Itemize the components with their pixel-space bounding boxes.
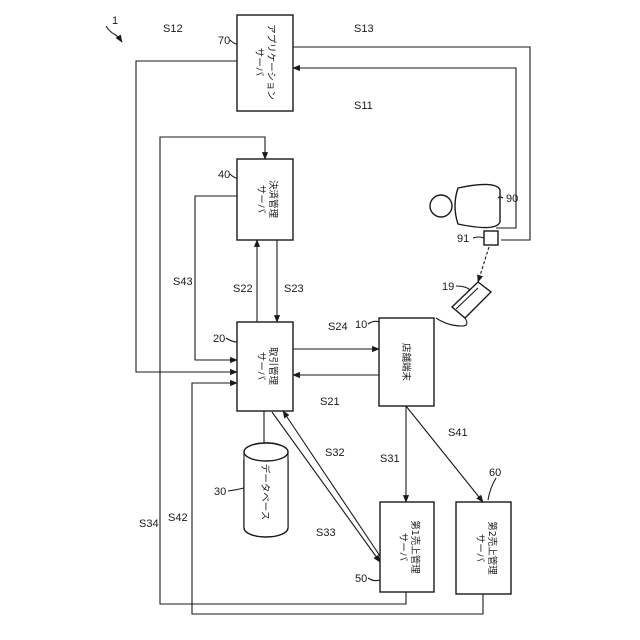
user-device-ref: 91 bbox=[457, 233, 469, 245]
sales-server-2-ref: 60 bbox=[489, 467, 501, 479]
user-person-icon bbox=[430, 184, 500, 227]
application-server-box: アプリケーション サーバ bbox=[237, 15, 293, 111]
signal-s41: S41 bbox=[448, 427, 468, 439]
sales-server-1-box: 第1売上管理 サーバ bbox=[380, 502, 434, 592]
figure-ref: 1 bbox=[112, 15, 118, 27]
sales-server-2-label-2: サーバ bbox=[474, 534, 485, 563]
application-server-label-2: サーバ bbox=[253, 48, 264, 77]
device-to-reader-dashed bbox=[478, 247, 489, 282]
transaction-server-ref-leader bbox=[226, 338, 237, 342]
transaction-server-label-1: 取引管理 bbox=[267, 347, 279, 386]
store-terminal-ref-leader bbox=[368, 321, 379, 324]
line-s41 bbox=[406, 406, 483, 502]
application-server-ref: 70 bbox=[218, 35, 230, 47]
user-device-icon bbox=[484, 231, 498, 245]
store-terminal-label: 店舗端末 bbox=[400, 343, 412, 382]
line-s12 bbox=[136, 61, 237, 372]
payment-server-label-1: 決済管理 bbox=[267, 180, 279, 219]
database-cylinder: データベース bbox=[244, 443, 288, 537]
transaction-server-box: 取引管理 サーバ bbox=[237, 322, 293, 411]
payment-server-ref-leader bbox=[230, 174, 237, 178]
store-terminal-ref: 10 bbox=[355, 319, 367, 331]
signal-s33: S33 bbox=[316, 527, 336, 539]
transaction-server-ref: 20 bbox=[213, 333, 225, 345]
signal-s31: S31 bbox=[380, 453, 400, 465]
signal-s13: S13 bbox=[354, 23, 374, 35]
figure-ref-pointer bbox=[106, 26, 122, 42]
signal-s43: S43 bbox=[173, 276, 193, 288]
payment-server-ref: 40 bbox=[218, 169, 230, 181]
user-ref: 90 bbox=[506, 193, 518, 205]
card-reader-ref-leader bbox=[456, 286, 470, 290]
database-ref: 30 bbox=[214, 486, 226, 498]
application-server-ref-leader bbox=[230, 40, 237, 44]
transaction-server-label-2: サーバ bbox=[255, 352, 266, 381]
sales-server-1-label-2: サーバ bbox=[397, 533, 408, 562]
signal-s12: S12 bbox=[163, 23, 183, 35]
sales-server-2-label-1: 第2売上管理 bbox=[486, 521, 498, 575]
signal-s32: S32 bbox=[325, 447, 345, 459]
signal-s11: S11 bbox=[354, 100, 373, 112]
sales-server-2-ref-leader bbox=[488, 478, 496, 500]
sales-server-1-label-1: 第1売上管理 bbox=[409, 520, 421, 574]
signal-s22: S22 bbox=[233, 283, 253, 295]
signal-s34: S34 bbox=[139, 518, 159, 530]
line-s42 bbox=[192, 383, 483, 614]
sales-server-1-ref: 50 bbox=[355, 573, 367, 585]
store-terminal-box: 店舗端末 bbox=[379, 318, 434, 406]
signal-s24: S24 bbox=[328, 321, 348, 333]
payment-server-box: 決済管理 サーバ bbox=[237, 159, 293, 240]
sales-server-1-ref-leader bbox=[368, 578, 380, 581]
database-ref-leader bbox=[228, 488, 244, 491]
database-label: データベース bbox=[259, 464, 271, 521]
signal-s21: S21 bbox=[320, 396, 340, 408]
payment-server-label-2: サーバ bbox=[255, 185, 266, 214]
signal-s23: S23 bbox=[284, 283, 304, 295]
application-server-label-1: アプリケーション bbox=[265, 24, 276, 100]
user-device-ref-leader bbox=[473, 237, 484, 238]
card-reader-ref: 19 bbox=[442, 281, 454, 293]
signal-s42: S42 bbox=[168, 512, 188, 524]
sales-server-2-box: 第2売上管理 サーバ bbox=[456, 502, 511, 594]
